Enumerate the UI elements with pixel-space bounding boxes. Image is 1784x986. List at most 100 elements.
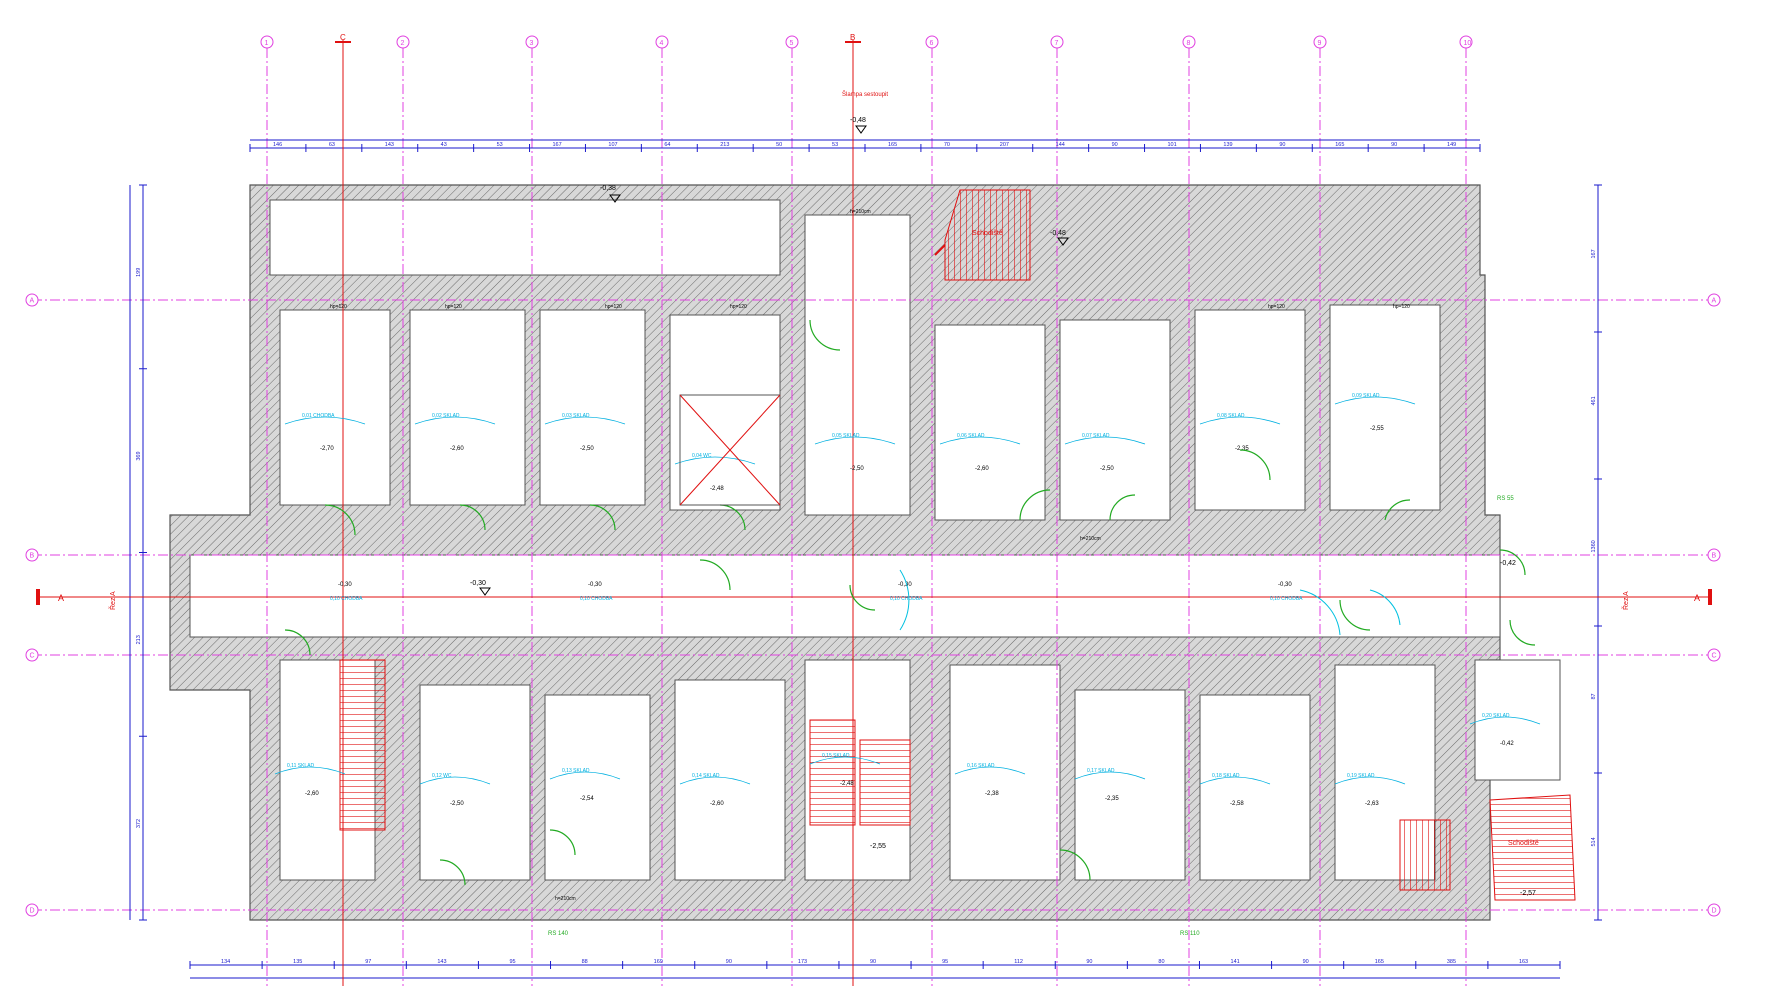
section-right-marker: A — [1694, 593, 1700, 603]
grid-label: 6 — [930, 40, 934, 47]
level-entry: -0,48 — [850, 117, 866, 124]
grid-label: C — [340, 33, 346, 42]
room-name: 0,07 SKLAD — [1082, 433, 1110, 439]
room-arc — [809, 756, 881, 765]
rs-marker: RS 55 — [1497, 496, 1514, 502]
shaft-cross — [679, 394, 781, 506]
room-name: 0,10 CHODBA — [580, 596, 613, 602]
grid-bubble — [1707, 293, 1721, 307]
dimension-value: 372 — [136, 819, 142, 828]
dimension-value: 107 — [608, 142, 617, 148]
room-level: -2,54 — [580, 796, 594, 802]
room-arc — [1469, 716, 1541, 725]
room-name: 0,17 SKLAD — [1087, 768, 1115, 774]
room-arc — [544, 416, 626, 425]
grid-bubble — [1707, 648, 1721, 662]
dimension-value: 199 — [136, 268, 142, 277]
room-arc — [814, 436, 896, 445]
dimension-value: 90 — [726, 959, 732, 965]
grid-label: B — [1712, 553, 1717, 560]
door-tag: h=210cm — [555, 896, 576, 902]
room-arc — [1199, 776, 1271, 785]
window-tag: hp=120 — [605, 304, 622, 310]
grid-bubble — [785, 35, 799, 49]
dimension-value: 213 — [720, 142, 729, 148]
room-name: 0,10 CHODBA — [890, 596, 923, 602]
room-level: -2,38 — [985, 791, 999, 797]
room-level: -0,42 — [1500, 741, 1514, 747]
dimension-value: 163 — [1519, 959, 1528, 965]
room-level: -2,58 — [1230, 801, 1244, 807]
section-left-label: Řez A — [108, 591, 117, 610]
dimension-value: 95 — [509, 959, 515, 965]
walls — [169, 184, 1561, 921]
dimension-value: 143 — [385, 142, 394, 148]
dimension-value: 146 — [273, 142, 282, 148]
level-bottom-a: -2,57 — [1520, 890, 1536, 897]
room-arc — [674, 456, 756, 465]
grid-label: 1 — [265, 40, 269, 47]
room-level: -2,48 — [840, 781, 854, 787]
room-name: 0,12 WC — [432, 773, 452, 779]
stairs: Schodiště Schodiště — [339, 189, 1576, 901]
room-name: 0,18 SKLAD — [1212, 773, 1240, 779]
dimension-value: 97 — [365, 959, 371, 965]
section-lines: A A Řez A Řez A Šlampa sestoupit — [36, 40, 1712, 986]
dimension-value: 90 — [1086, 959, 1092, 965]
room-arc — [954, 766, 1026, 775]
dimension-value: 514 — [1591, 837, 1597, 846]
grid-bubble — [1707, 903, 1721, 917]
room-arc — [679, 776, 751, 785]
room-level: -0,30 — [338, 582, 352, 588]
dimension-value: 53 — [497, 142, 503, 148]
room-name: 0,11 SKLAD — [287, 763, 315, 769]
dimension-value: 95 — [942, 959, 948, 965]
grid-label: 4 — [660, 40, 664, 47]
grid-bubble — [1459, 35, 1473, 49]
grid-bubble — [1182, 35, 1196, 49]
rs-marker-3: RS 110 — [1180, 931, 1200, 937]
dimension-value: 64 — [664, 142, 670, 148]
grid-bubble — [260, 35, 274, 49]
stair-top-label: Schodiště — [972, 230, 1003, 237]
rs-marker-2: RS 140 — [548, 931, 569, 937]
window-tag: hp=120 — [1393, 304, 1410, 310]
grid-label: B — [850, 33, 855, 42]
room-arc — [1199, 416, 1281, 425]
dimension-value: 207 — [1000, 142, 1009, 148]
room-level: -2,48 — [710, 486, 724, 492]
level-court: -0,38 — [600, 185, 616, 192]
room-name: 0,20 SKLAD — [1482, 713, 1510, 719]
room-arc — [414, 416, 496, 425]
room-name: 0,04 WC — [692, 453, 712, 459]
dimension-value: 90 — [1303, 959, 1309, 965]
room-arc — [1064, 436, 1146, 445]
level-stair-top: -0,48 — [1050, 230, 1066, 237]
opening-tags: hp=120 hp=120 hp=120 hp=120 hp=120 hp=12… — [330, 209, 1514, 937]
door-tag: h=210cm — [1080, 536, 1101, 542]
corridor-arcs — [899, 569, 1401, 636]
room-name: 0,13 SKLAD — [562, 768, 590, 774]
dimension-value: 43 — [441, 142, 447, 148]
dimension-value: 143 — [437, 959, 446, 965]
grid-bubble — [25, 903, 39, 917]
grid-label: B — [30, 553, 35, 560]
room-name: 0,08 SKLAD — [1217, 413, 1245, 419]
room-arc — [1334, 396, 1416, 405]
room-level: -0,30 — [588, 582, 602, 588]
grid-label: A — [30, 298, 35, 305]
dimension-value: 90 — [1112, 142, 1118, 148]
dimension-value: 141 — [1231, 959, 1240, 965]
window-tag: hp=120 — [730, 304, 747, 310]
room-level: -2,50 — [850, 466, 864, 472]
room-name: 0,10 CHODBA — [330, 596, 363, 602]
room-name: 0,16 SKLAD — [967, 763, 995, 769]
window-tag: hp=120 — [330, 304, 347, 310]
room-name: 0,15 SKLAD — [822, 753, 850, 759]
level-markers: -0,48 -0,38 -0,48 -0,30 -0,42 -2,57 -2,5… — [470, 117, 1536, 897]
grid-bubble — [25, 293, 39, 307]
grid-label: 8 — [1187, 40, 1191, 47]
dimension-value: 169 — [654, 959, 663, 965]
grid-bubble — [1707, 548, 1721, 562]
dimension-value: 70 — [944, 142, 950, 148]
